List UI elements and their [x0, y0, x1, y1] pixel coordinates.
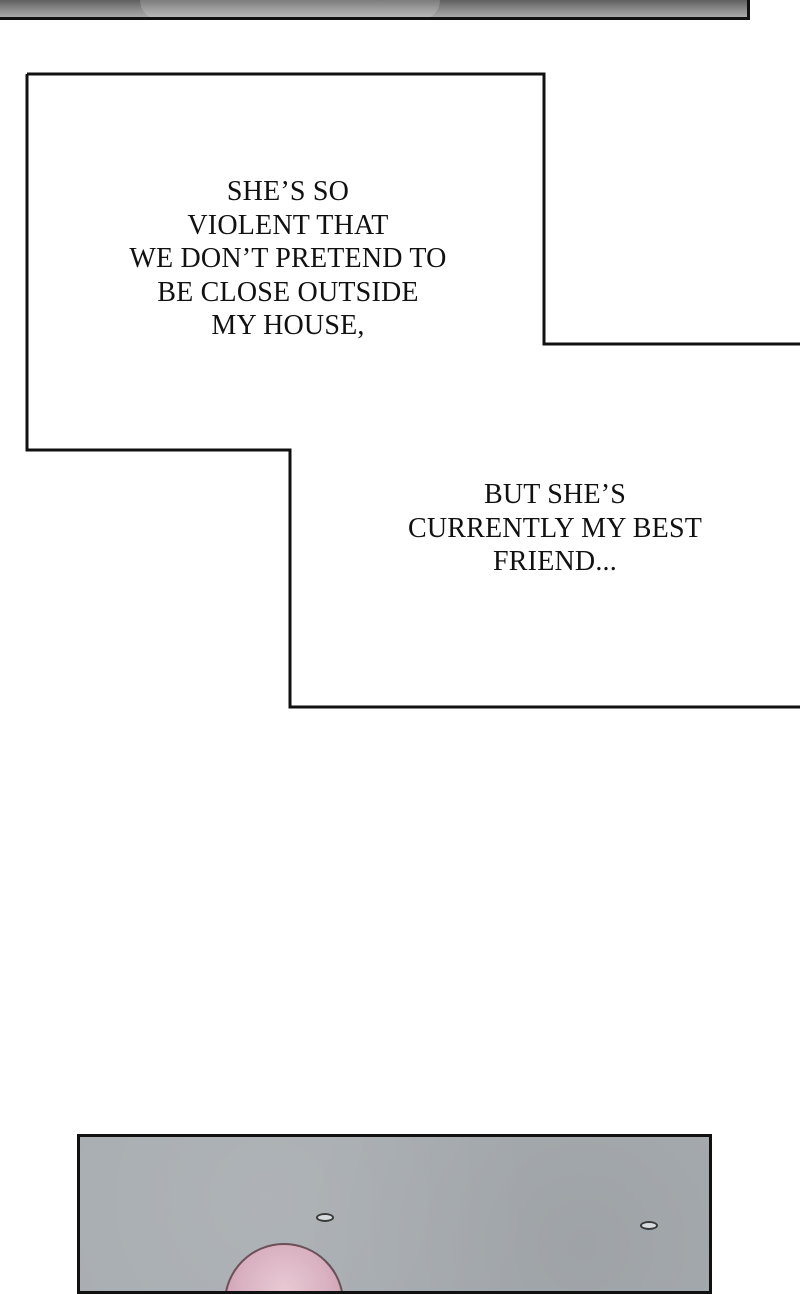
caption-2-line: FRIEND... — [493, 546, 617, 577]
bottom-comic-panel — [77, 1134, 712, 1294]
caption-1-line: MY HOUSE, — [211, 310, 365, 341]
ceiling-light-icon — [316, 1213, 334, 1222]
caption-2-line: CURRENTLY MY BEST — [407, 512, 703, 544]
caption-box-1-lower-outline — [25, 74, 800, 709]
caption-1-line: VIOLENT THAT — [187, 209, 389, 241]
top-comic-panel — [0, 0, 750, 20]
narration-caption-2: BUT SHE’S CURRENTLY MY BEST FRIEND... — [380, 478, 730, 579]
caption-2-line: BUT SHE’S — [483, 479, 627, 510]
caption-1-line: WE DON’T PRETEND TO — [129, 243, 447, 274]
caption-1-line: SHE’S SO — [226, 176, 350, 207]
top-panel-shading — [140, 0, 440, 17]
narration-caption-1: SHE’S SO VIOLENT THAT WE DON’T PRETEND T… — [108, 175, 468, 343]
ceiling-light-icon — [640, 1221, 658, 1230]
caption-1-line: BE CLOSE OUTSIDE — [157, 276, 419, 308]
ceiling-texture — [80, 1137, 709, 1291]
caption-box-1-outline — [27, 72, 800, 346]
